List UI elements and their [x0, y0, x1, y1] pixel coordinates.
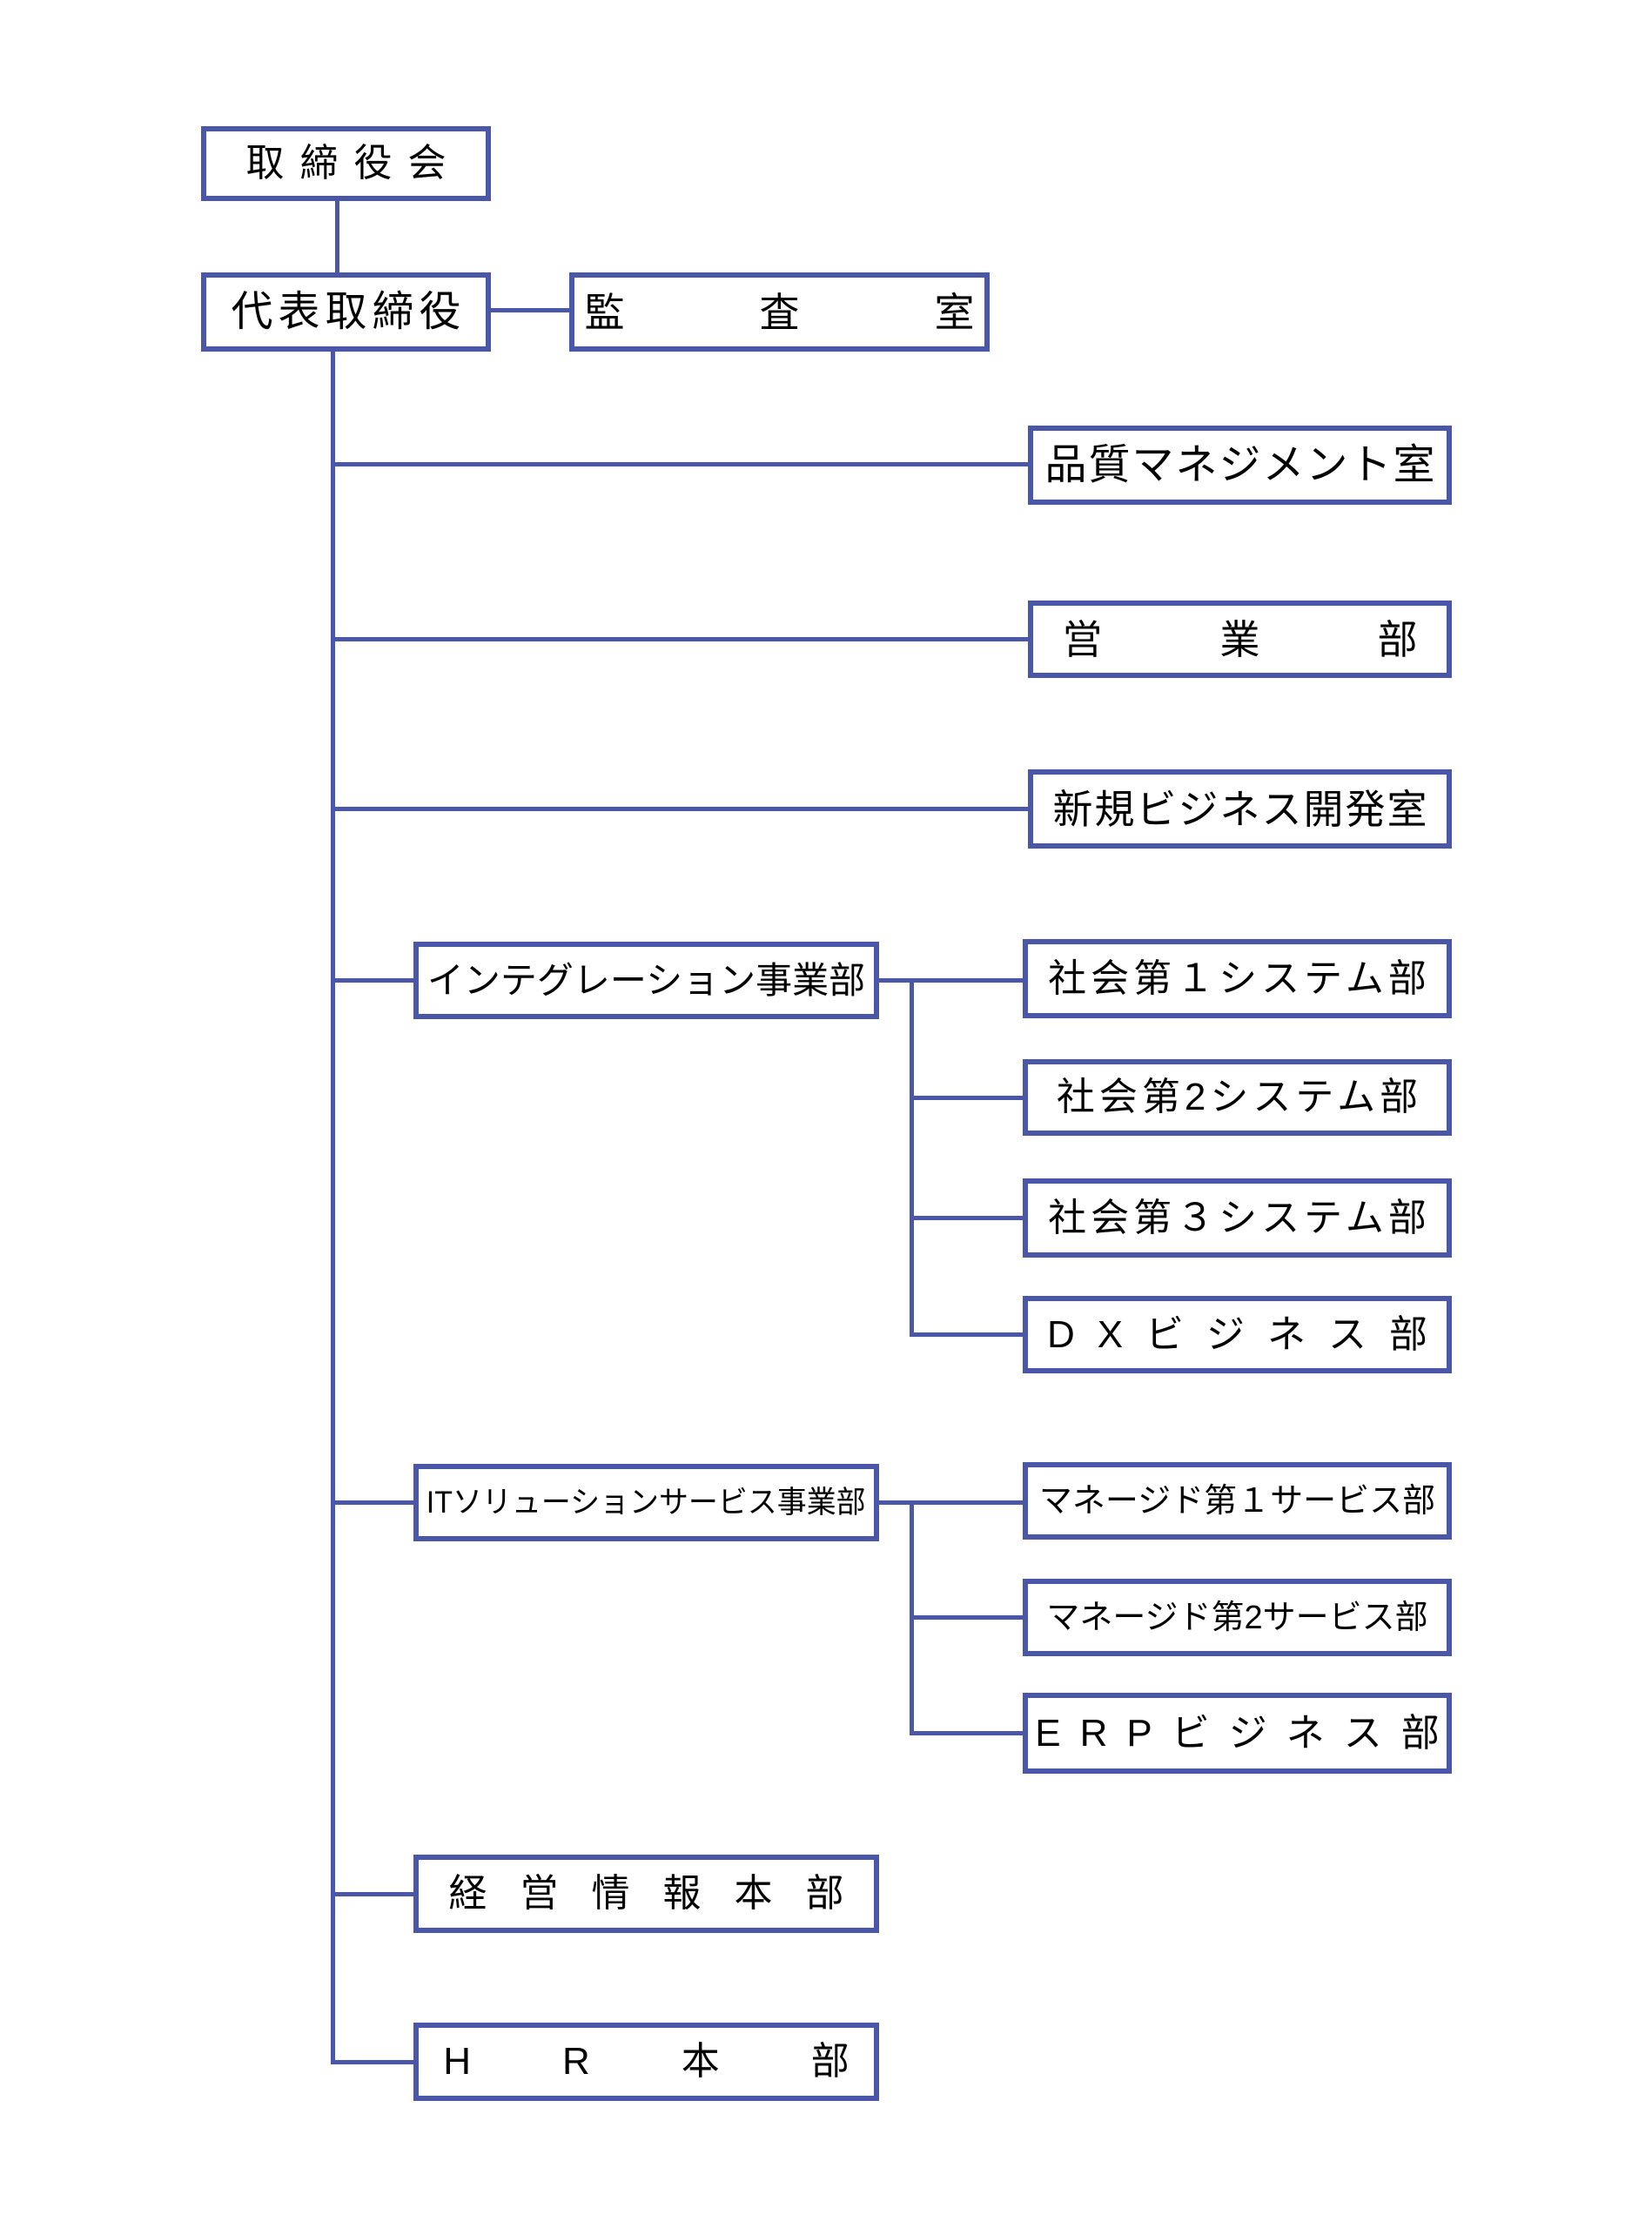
node-sales-department: 営業部	[1028, 601, 1452, 678]
node-representative-director: 代表取締役	[201, 272, 491, 352]
connector-managed2-branch	[910, 1615, 1023, 1620]
node-management-information-hq: 経営情報本部	[413, 1855, 879, 1933]
node-social-system-dept-3-label: 社会第３システム部	[1048, 1196, 1431, 1239]
connector-board-ceo	[335, 201, 339, 272]
node-sales-department-label: 営業部	[1062, 616, 1535, 662]
node-board-of-directors: 取締役会	[201, 126, 491, 201]
node-quality-management-office: 品質マネジメント室	[1028, 426, 1452, 505]
connector-mis-branch	[331, 1892, 413, 1896]
node-erp-business-dept-label: ERPビジネス部	[1035, 1711, 1459, 1755]
node-quality-management-office-label: 品質マネジメント室	[1044, 441, 1437, 488]
node-erp-business-dept: ERPビジネス部	[1023, 1693, 1452, 1774]
node-management-information-hq-label: 経営情報本部	[448, 1872, 877, 1915]
connector-sales-branch	[331, 637, 1028, 641]
node-it-solution-service-division-label: ITソリューションサービス事業部	[426, 1486, 866, 1520]
node-social-system-dept-3: 社会第３システム部	[1023, 1178, 1452, 1258]
node-new-business-development-office-label: 新規ビジネス開発室	[1052, 786, 1429, 832]
node-managed-service-dept-1: マネージド第１サービス部	[1023, 1462, 1452, 1540]
node-hr-hq-label: HR本部	[443, 2040, 941, 2083]
node-managed-service-dept-2: マネージド第2サービス部	[1023, 1579, 1452, 1656]
connector-main-trunk	[331, 352, 335, 2064]
connector-integration-children	[879, 978, 1023, 983]
node-audit-office: 監査室	[569, 272, 990, 352]
connector-social2-branch	[910, 1096, 1023, 1100]
connector-erp-branch	[910, 1731, 1023, 1735]
connector-newbiz-branch	[331, 807, 1028, 811]
node-managed-service-dept-2-label: マネージド第2サービス部	[1046, 1599, 1428, 1636]
connector-itsol-branch	[331, 1500, 413, 1505]
node-audit-office-label: 監査室	[584, 289, 1110, 335]
connector-ceo-audit	[491, 308, 569, 312]
node-managed-service-dept-1-label: マネージド第１サービス部	[1038, 1482, 1436, 1520]
node-new-business-development-office: 新規ビジネス開発室	[1028, 769, 1452, 849]
node-it-solution-service-division: ITソリューションサービス事業部	[413, 1464, 879, 1541]
node-dx-business-dept: DXビジネス部	[1023, 1296, 1452, 1373]
node-integration-division-label: インテグレーション事業部	[426, 959, 866, 1001]
node-board-of-directors-label: 取締役会	[245, 142, 462, 185]
connector-itsol-children	[879, 1500, 1023, 1505]
connector-hr-branch	[331, 2060, 413, 2064]
node-social-system-dept-1-label: 社会第１システム部	[1048, 956, 1431, 1000]
connector-quality-branch	[331, 462, 1028, 466]
connector-integration-trunk	[910, 978, 914, 1337]
connector-social3-branch	[910, 1216, 1023, 1220]
node-social-system-dept-1: 社会第１システム部	[1023, 939, 1452, 1018]
node-social-system-dept-2-label: 社会第2システム部	[1056, 1076, 1423, 1118]
node-social-system-dept-2: 社会第2システム部	[1023, 1059, 1452, 1136]
node-hr-hq: HR本部	[413, 2023, 879, 2101]
node-representative-director-label: 代表取締役	[231, 288, 467, 335]
node-integration-division: インテグレーション事業部	[413, 942, 879, 1019]
connector-integration-branch	[331, 978, 413, 983]
node-dx-business-dept-label: DXビジネス部	[1046, 1312, 1451, 1356]
connector-dx-branch	[910, 1332, 1023, 1337]
